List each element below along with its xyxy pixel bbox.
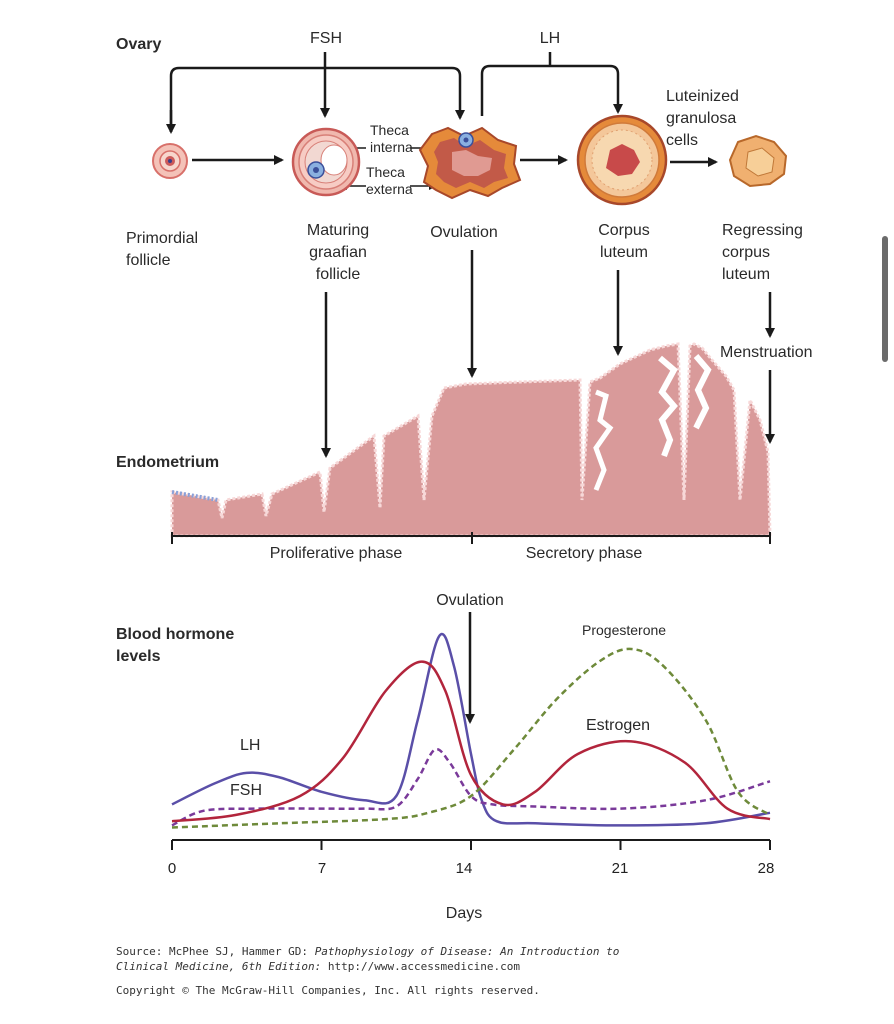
x-tick-label: 14 <box>455 860 473 877</box>
series-line-progesterone <box>171 647 771 829</box>
stage-label-graafian: Maturing graafian follicle <box>306 222 370 283</box>
x-tick-label: 0 <box>167 860 177 877</box>
series-label-progesterone: Progesterone <box>582 622 667 638</box>
stage-label-regressing: Regressing corpus luteum <box>722 222 803 283</box>
fsh-label: FSH <box>310 30 342 47</box>
series-label-lh: LH <box>240 737 261 754</box>
x-tick-label: 21 <box>611 860 629 877</box>
luteinized-granulosa-label: Luteinized granulosa cells <box>666 88 739 149</box>
stage-arrows <box>321 250 775 458</box>
source-citation: Source: McPhee SJ, Hammer GD: Pathophysi… <box>116 945 620 958</box>
x-tick-label: 28 <box>757 860 775 877</box>
corpus-luteum-image <box>576 114 668 206</box>
lh-bracket <box>480 52 623 116</box>
stage-label-ovulation: Ovulation <box>430 224 498 241</box>
phase-axis <box>171 532 771 544</box>
copyright-notice: Copyright © The McGraw-Hill Companies, I… <box>116 984 540 997</box>
days-axis <box>171 839 771 850</box>
source-citation-line2: Clinical Medicine, 6th Edition: http://w… <box>116 960 520 973</box>
theca-externa-label: Theca externa <box>366 164 413 197</box>
primordial-follicle-image <box>152 143 188 179</box>
chart-ovulation-label: Ovulation <box>436 592 504 609</box>
x-tick-label: 7 <box>317 860 327 877</box>
vertical-scrollbar[interactable] <box>882 236 888 362</box>
series-line-fsh <box>171 747 771 827</box>
series-label-estrogen: Estrogen <box>586 717 651 734</box>
series-line-estrogen <box>171 660 771 823</box>
hormone-chart-title: Blood hormone levels <box>116 626 235 665</box>
theca-interna-label: Theca interna <box>370 122 413 155</box>
regressing-corpus-luteum-image <box>728 134 788 188</box>
graafian-follicle-image <box>291 127 361 197</box>
ovary-title: Ovary <box>116 36 162 53</box>
secretory-phase-label: Secretory phase <box>525 545 643 562</box>
x-axis-label: Days <box>445 905 483 922</box>
fsh-bracket <box>166 52 465 134</box>
proliferative-phase-label: Proliferative phase <box>269 545 403 562</box>
ovulation-follicle-image <box>418 126 522 200</box>
hormone-line-chart <box>171 632 771 829</box>
menstruation-label: Menstruation <box>720 344 813 361</box>
progression-arrows <box>192 155 718 167</box>
series-label-fsh: FSH <box>230 782 262 799</box>
stage-label-primordial: Primordial follicle <box>126 230 199 269</box>
endometrium-illustration <box>170 342 772 538</box>
endometrium-title: Endometrium <box>116 454 220 471</box>
series-line-lh <box>171 632 771 827</box>
lh-label: LH <box>539 30 561 47</box>
stage-label-corpus-luteum: Corpus luteum <box>598 222 650 261</box>
